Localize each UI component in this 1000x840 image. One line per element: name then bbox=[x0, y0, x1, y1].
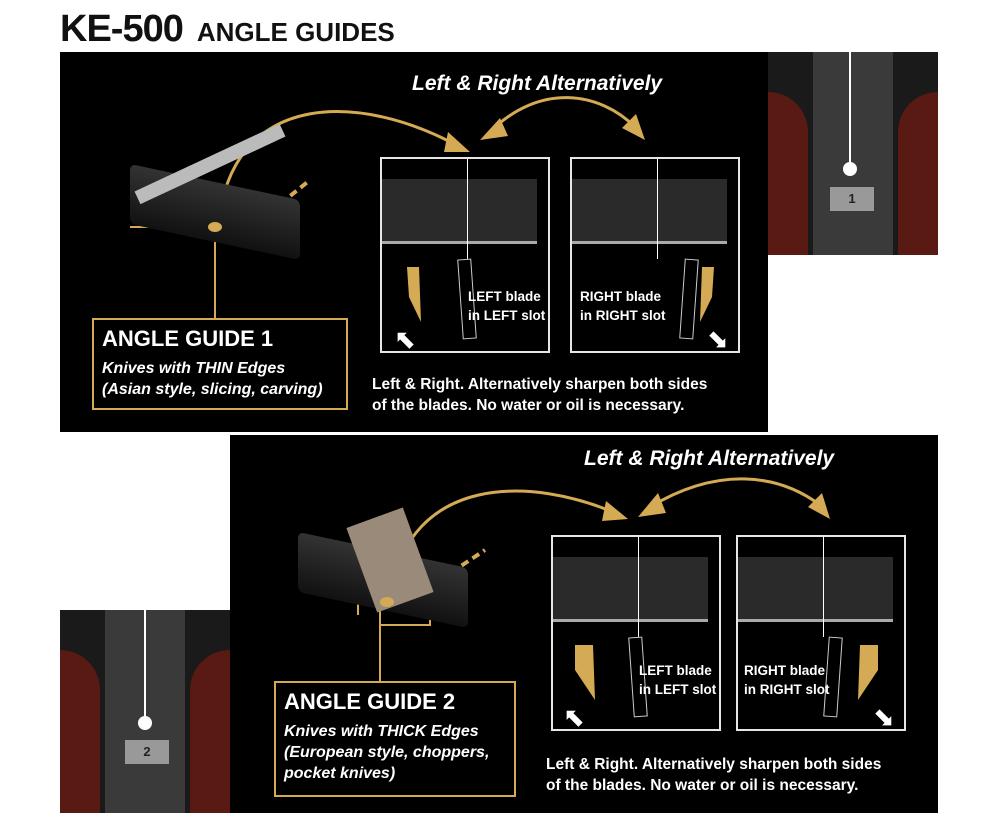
pointer-arrow-icon: ⬊ bbox=[873, 702, 895, 731]
sharpener-image bbox=[382, 179, 537, 244]
section-header: Left & Right Alternatively bbox=[584, 447, 835, 470]
blade-profile-icon bbox=[700, 267, 714, 322]
blade-profile-icon bbox=[858, 645, 878, 700]
blade-profile-icon bbox=[407, 267, 421, 322]
pointer-arrow-icon: ⬉ bbox=[563, 702, 585, 731]
pointer-arrow-icon: ⬉ bbox=[394, 324, 416, 353]
slot-number: 2 bbox=[125, 740, 169, 764]
model-name: KE-500 bbox=[60, 8, 184, 50]
page-subtitle: ANGLE GUIDES bbox=[196, 17, 395, 47]
sharpener-image bbox=[738, 557, 893, 622]
slot-1-closeup-photo: 1 bbox=[768, 52, 938, 255]
section-header: Left & Right Alternatively bbox=[412, 72, 663, 95]
slot-number: 1 bbox=[830, 187, 874, 211]
slot-2-closeup-photo: 2 bbox=[60, 610, 230, 813]
knife-handle bbox=[679, 258, 699, 340]
pointer-arrow-icon: ⬊ bbox=[707, 324, 729, 353]
angle-guide-marker bbox=[380, 597, 394, 607]
sharpening-note: Left & Right. Alternatively sharpen both… bbox=[546, 756, 882, 794]
angle-guide-1-callout: ANGLE GUIDE 1 Knives with THIN Edges (As… bbox=[92, 318, 348, 410]
angle-guide-marker bbox=[208, 222, 222, 232]
sharpening-note: Left & Right. Alternatively sharpen both… bbox=[372, 376, 708, 414]
sharpener-image bbox=[553, 557, 708, 622]
page-title: KE-500 ANGLE GUIDES bbox=[60, 8, 395, 51]
blade-profile-icon bbox=[575, 645, 595, 700]
direction-arrows bbox=[130, 96, 645, 318]
sharpener-image bbox=[572, 179, 727, 244]
angle-guide-2-callout: ANGLE GUIDE 2 Knives with THICK Edges (E… bbox=[274, 681, 516, 797]
